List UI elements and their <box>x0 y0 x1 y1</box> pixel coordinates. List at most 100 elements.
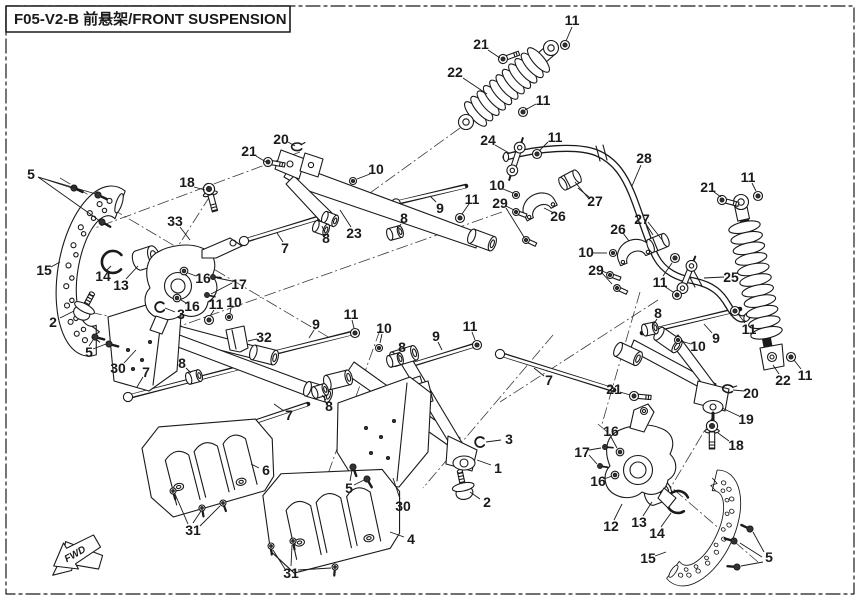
leader-line <box>565 26 573 42</box>
callout-26: 26 <box>610 221 626 237</box>
callout-13: 13 <box>113 277 129 293</box>
leader-line <box>250 463 260 469</box>
leader-line <box>210 282 233 295</box>
leader-line <box>494 144 510 154</box>
callout-18: 18 <box>179 174 195 190</box>
callout-8: 8 <box>325 398 333 414</box>
leader-line <box>462 77 488 95</box>
callout-10: 10 <box>489 177 505 193</box>
leader-line <box>192 510 202 524</box>
callout-9: 9 <box>312 316 320 332</box>
callout-10: 10 <box>226 294 242 310</box>
leader-line <box>524 103 537 111</box>
callout-11: 11 <box>209 296 224 312</box>
callout-2: 2 <box>49 314 57 330</box>
leader-line <box>321 394 327 401</box>
leader-line <box>601 270 608 274</box>
callout-32: 32 <box>256 329 272 345</box>
callout-27: 27 <box>587 193 603 209</box>
leader-line <box>356 173 371 180</box>
leader-line <box>339 209 352 228</box>
callout-30: 30 <box>395 498 411 514</box>
callout-11: 11 <box>653 274 668 290</box>
leader-line <box>297 567 332 571</box>
leader-line <box>721 407 740 417</box>
callout-20: 20 <box>273 131 289 147</box>
callout-5: 5 <box>765 549 773 565</box>
leader-line <box>502 188 514 194</box>
leader-line <box>610 436 618 449</box>
callout-30: 30 <box>110 360 126 376</box>
leader-line <box>123 349 137 364</box>
leader-line <box>199 505 221 527</box>
callout-22: 22 <box>447 64 463 80</box>
callout-1: 1 <box>494 460 502 476</box>
arm-mount-bracket <box>225 325 249 353</box>
callout-33: 33 <box>167 213 183 229</box>
leader-line <box>645 223 654 236</box>
callout-15: 15 <box>640 550 656 566</box>
leader-line <box>680 340 692 345</box>
leader-line <box>622 232 630 242</box>
pivot-bolt-7a <box>238 215 321 247</box>
callout-10: 10 <box>376 320 392 336</box>
callout-8: 8 <box>178 355 186 371</box>
leader-line <box>737 313 746 324</box>
callout-8: 8 <box>322 230 330 246</box>
callout-7: 7 <box>545 372 553 388</box>
leader-line <box>179 226 191 241</box>
diagram-title: F05-V2-B 前悬架/FRONT SUSPENSION <box>14 10 287 28</box>
callout-9: 9 <box>432 328 440 344</box>
leader-line <box>663 285 674 293</box>
callout-31: 31 <box>185 522 201 538</box>
callout-8: 8 <box>400 210 408 226</box>
leader-line <box>739 542 763 558</box>
leader-line <box>740 561 764 567</box>
callout-11: 11 <box>344 306 359 322</box>
callout-24: 24 <box>480 132 496 148</box>
leader-line <box>308 329 315 339</box>
callout-25: 25 <box>723 269 739 285</box>
pivot-bolt-9a <box>391 183 469 208</box>
callout-23: 23 <box>346 225 362 241</box>
callout-17: 17 <box>231 276 247 292</box>
leader-line <box>476 459 492 466</box>
leader-line <box>717 432 730 442</box>
callout-14: 14 <box>95 268 111 284</box>
leader-line <box>631 164 642 187</box>
leader-line <box>485 439 502 443</box>
leader-line <box>396 223 402 231</box>
title-box <box>5 5 291 33</box>
callout-21: 21 <box>700 179 716 195</box>
callout-8: 8 <box>654 305 662 321</box>
leader-line <box>379 333 383 344</box>
leader-line <box>469 491 481 500</box>
leader-line <box>601 272 613 285</box>
leader-line <box>92 343 107 350</box>
callout-22: 22 <box>775 372 791 388</box>
leader-line <box>654 551 667 557</box>
callout-19: 19 <box>738 411 754 427</box>
pivot-bolt-7d <box>494 348 617 393</box>
fwd-arrow: FWD <box>52 534 104 576</box>
callout-16: 16 <box>603 423 619 439</box>
leader-line <box>429 195 437 203</box>
page-border <box>5 5 855 595</box>
leader-line <box>229 307 232 314</box>
lower-a-arm-left <box>154 317 335 404</box>
leader-line <box>37 176 101 222</box>
callout-3: 3 <box>505 431 513 447</box>
callout-10: 10 <box>368 161 384 177</box>
leader-line <box>392 477 401 500</box>
leader-line <box>50 261 61 268</box>
leader-line <box>59 310 75 319</box>
stabilizer-bar <box>502 144 751 323</box>
callout-31: 31 <box>283 565 299 581</box>
leader-line <box>389 531 405 538</box>
callout-2: 2 <box>483 494 491 510</box>
callout-11: 11 <box>741 169 756 185</box>
leader-line <box>255 155 267 163</box>
leader-line <box>574 181 590 200</box>
callout-14: 14 <box>649 525 665 541</box>
leader-line <box>351 319 355 329</box>
